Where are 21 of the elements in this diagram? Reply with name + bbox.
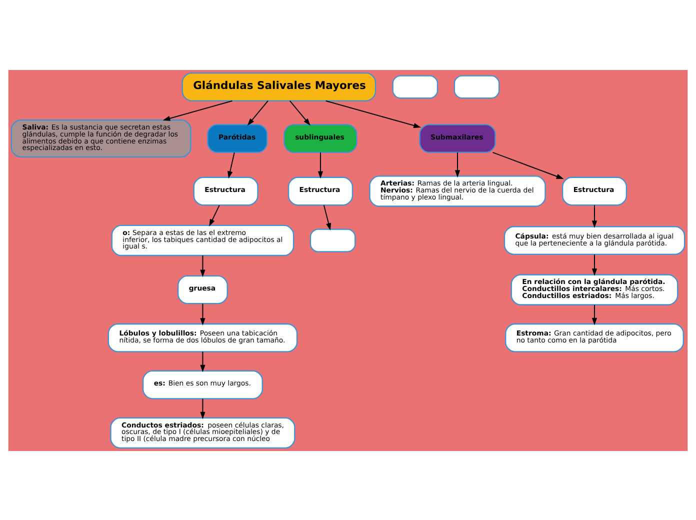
node-box: Glándulas Salivales Mayores <box>182 72 376 101</box>
arrow <box>200 398 206 419</box>
arrow <box>325 100 422 128</box>
node-box <box>392 74 438 98</box>
arrow <box>209 204 220 226</box>
arrow <box>592 254 598 276</box>
arrow <box>492 151 564 178</box>
node-box <box>310 228 356 252</box>
arrow <box>318 151 324 178</box>
arrow <box>323 204 332 230</box>
arrow <box>289 100 310 126</box>
arrow <box>200 350 206 372</box>
arrow <box>228 151 235 178</box>
arrow <box>200 254 206 277</box>
arrow <box>592 304 598 325</box>
arrow <box>592 204 598 228</box>
node-box <box>454 74 500 98</box>
arrow <box>454 151 460 178</box>
arrow <box>200 302 206 325</box>
arrow <box>162 100 233 120</box>
arrow <box>247 100 268 126</box>
